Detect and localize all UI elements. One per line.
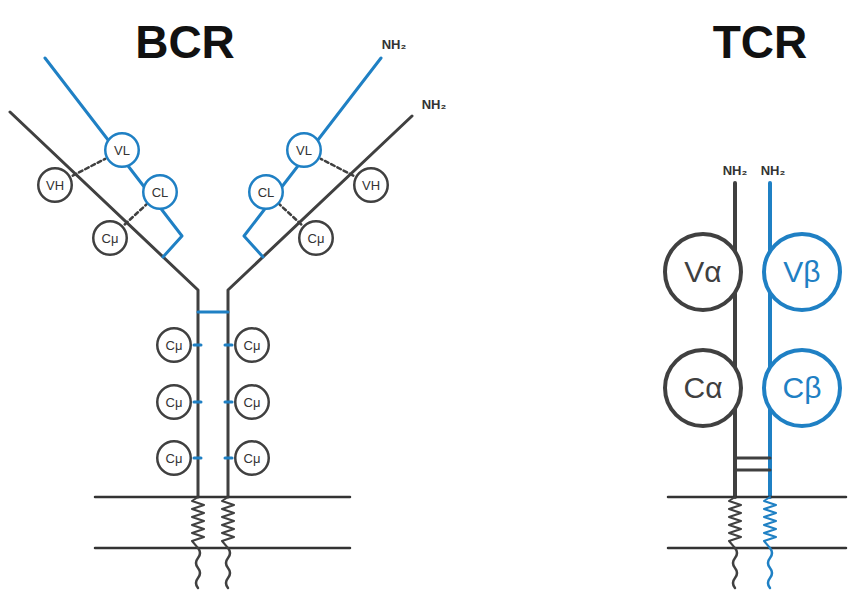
domain-outline	[143, 175, 177, 209]
domain-label: Cμ	[244, 339, 261, 352]
domain-label: Cμ	[166, 452, 183, 465]
domain-label: Cμ	[244, 396, 261, 409]
cytoplasmic-tail	[196, 548, 200, 588]
disulfide-bond	[735, 457, 770, 460]
ig-domain: VL	[286, 132, 322, 168]
domain-label: Cμ	[166, 396, 183, 409]
terminus-label: NH₂	[723, 164, 748, 177]
domain-outline	[665, 350, 741, 426]
heavy-chain	[228, 116, 412, 497]
domain-label: VL	[114, 144, 130, 157]
domain-outline	[157, 328, 191, 362]
terminus-label: NH₂	[422, 98, 447, 111]
domain-label: Cμ	[166, 339, 183, 352]
disulfide-bond	[735, 469, 770, 472]
membrane-line	[668, 496, 846, 499]
ig-domain: Cβ	[762, 348, 842, 428]
ig-domain: VL	[104, 132, 140, 168]
ig-domain: Cμ	[92, 220, 128, 256]
ig-domain: Cμ	[156, 384, 192, 420]
domain-label: Cμ	[244, 452, 261, 465]
domain-outline	[157, 385, 191, 419]
receptor-title: BCR	[135, 19, 235, 65]
cytoplasmic-tail	[733, 548, 737, 588]
domain-contact	[321, 159, 354, 176]
domain-label: VH	[362, 179, 380, 192]
domain-label: Cμ	[308, 232, 325, 245]
transmembrane-helix	[729, 497, 741, 548]
domain-label: Cμ	[102, 232, 119, 245]
domain-label: Vβ	[783, 257, 820, 287]
domain-contact	[125, 204, 147, 224]
transmembrane-helix	[222, 497, 234, 548]
domain-marks	[194, 345, 232, 458]
ig-domain: Cμ	[234, 440, 270, 476]
domain-outline	[665, 234, 741, 310]
domain-outline	[249, 175, 283, 209]
cytoplasmic-tail	[768, 548, 772, 588]
light-chain	[45, 58, 182, 257]
domain-outline	[235, 328, 269, 362]
transmembrane-helix	[192, 497, 204, 548]
domain-label: CL	[152, 186, 169, 199]
domain-outline	[764, 234, 840, 310]
domain-outline	[93, 221, 127, 255]
ig-domain: Cμ	[156, 327, 192, 363]
membrane-line	[95, 496, 350, 499]
terminus-label: NH₂	[382, 38, 407, 51]
ig-domain: Cμ	[234, 384, 270, 420]
domain-label: VL	[296, 144, 312, 157]
domain-label: CL	[258, 186, 275, 199]
ig-domain: Cμ	[156, 440, 192, 476]
membrane-line	[95, 547, 350, 550]
ig-domain: Cμ	[234, 327, 270, 363]
disulfide-bond	[198, 311, 228, 314]
domain-label: Cβ	[783, 373, 822, 403]
ig-domain: Cμ	[298, 220, 334, 256]
domain-outline	[157, 441, 191, 475]
domain-label: VH	[46, 179, 64, 192]
light-chain	[244, 58, 381, 257]
domain-label: Cα	[683, 373, 722, 403]
membrane-line	[668, 547, 846, 550]
ig-domain: CL	[248, 174, 284, 210]
ig-domain: Cα	[663, 348, 743, 428]
transmembrane-helix	[764, 497, 776, 548]
domain-outline	[287, 133, 321, 167]
domain-contact	[279, 204, 301, 224]
domain-outline	[354, 168, 388, 202]
beta-chain	[768, 183, 772, 497]
terminus-label: NH₂	[761, 164, 786, 177]
domain-label: Vα	[684, 257, 721, 287]
receptor-title: TCR	[713, 19, 808, 65]
ig-domain: Vα	[663, 232, 743, 312]
domain-outline	[235, 441, 269, 475]
cytoplasmic-tail	[226, 548, 230, 588]
heavy-chain	[10, 112, 198, 497]
alpha-chain	[733, 183, 737, 497]
ig-domain: CL	[142, 174, 178, 210]
domain-outline	[105, 133, 139, 167]
ig-domain: Vβ	[762, 232, 842, 312]
domain-outline	[299, 221, 333, 255]
ig-domain: VH	[37, 167, 73, 203]
domain-contact	[73, 159, 106, 176]
ig-domain: VH	[353, 167, 389, 203]
domain-outline	[764, 350, 840, 426]
domain-outline	[38, 168, 72, 202]
domain-outline	[235, 385, 269, 419]
